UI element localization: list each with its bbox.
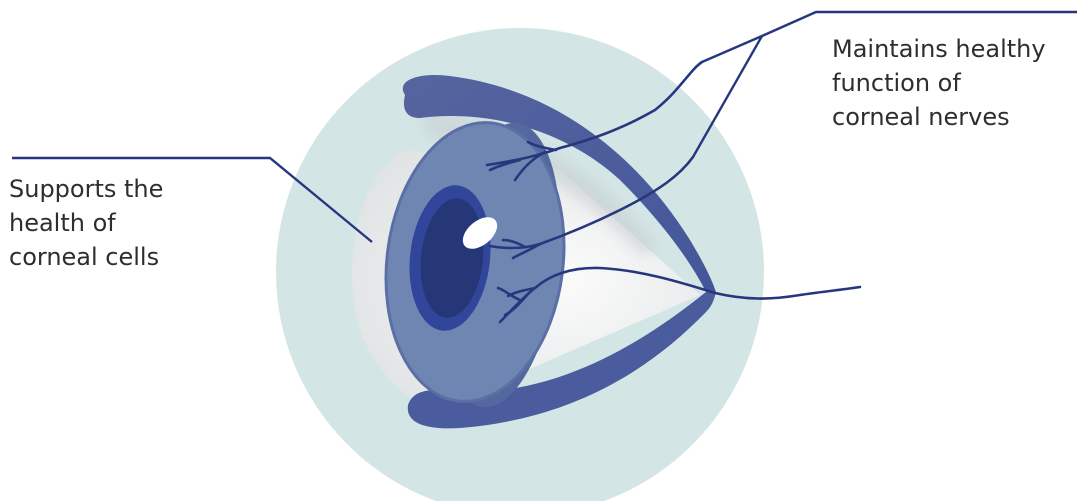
annotation-corneal-nerves: Maintains healthy function of corneal ne… — [832, 32, 1046, 134]
annotation-right-line-1: Maintains healthy — [832, 32, 1046, 66]
annotation-corneal-cells: Supports the health of corneal cells — [9, 172, 163, 274]
annotation-right-line-2: function of — [832, 66, 1046, 100]
leader-line-right-branch — [693, 36, 762, 157]
annotation-right-line-3: corneal nerves — [832, 100, 1046, 134]
annotation-left-line-2: health of — [9, 206, 163, 240]
annotation-left-line-3: corneal cells — [9, 240, 163, 274]
annotation-left-line-1: Supports the — [9, 172, 163, 206]
